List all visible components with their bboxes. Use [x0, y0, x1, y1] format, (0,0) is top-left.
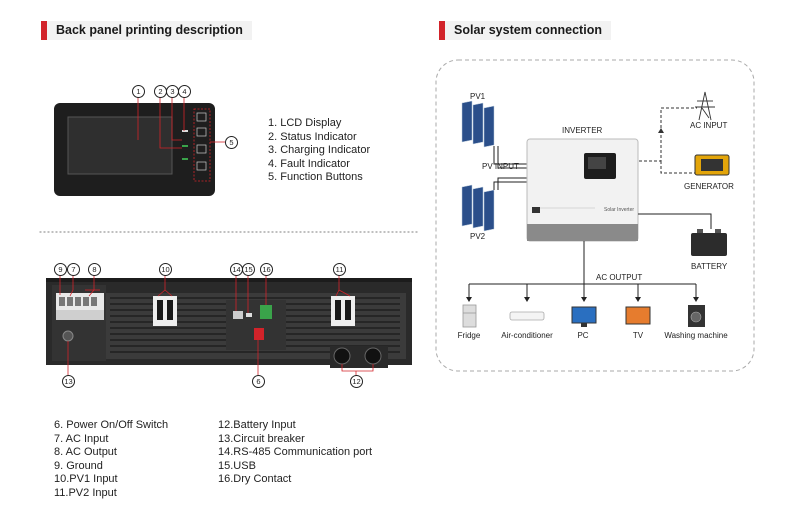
- list-item: 7. AC Input: [54, 432, 109, 445]
- list-item: 3. Charging Indicator: [268, 144, 371, 156]
- callout-11: 11: [333, 263, 346, 276]
- front-panel-list: 1. LCD Display 2. Status Indicator 3. Ch…: [268, 117, 370, 185]
- list-item: 12.Battery Input: [218, 419, 296, 431]
- list-item: 4. Fault Indicator: [268, 157, 350, 170]
- load-label-tv: TV: [632, 331, 644, 340]
- callout-5: 5: [225, 136, 238, 149]
- pv1-label: PV1: [470, 92, 486, 101]
- list-item: 6. Power On/Off Switch: [54, 419, 169, 431]
- list-item: 1. LCD Display: [268, 117, 342, 129]
- list-item: 15.USB: [218, 459, 256, 472]
- back-panel-list-col2: 12.Battery Input 13.Circuit breaker 14.R…: [218, 419, 372, 487]
- ac-output-label: AC OUTPUT: [596, 273, 643, 282]
- callout-4: 4: [178, 85, 191, 98]
- callout-7: 7: [67, 263, 80, 276]
- list-item: 8. AC Output: [54, 446, 117, 458]
- list-item: 10.PV1 Input: [54, 473, 118, 485]
- ac-input-tower: [695, 91, 715, 121]
- pv1-panels: [461, 100, 495, 148]
- load-label-pc: PC: [577, 331, 589, 340]
- list-item: 5. Function Buttons: [268, 171, 363, 183]
- load-label-washing-machine: Washing machine: [664, 331, 728, 340]
- callout-13: 13: [62, 375, 75, 388]
- solar-connection-title: Solar system connection: [439, 21, 611, 40]
- callout-9: 9: [54, 263, 67, 276]
- battery-label: BATTERY: [691, 262, 728, 271]
- callout-16: 16: [260, 263, 273, 276]
- generator-label: GENERATOR: [684, 182, 734, 191]
- callout-15: 15: [242, 263, 255, 276]
- pv2-label: PV2: [470, 232, 486, 241]
- list-item: 14.RS-485 Communication port: [218, 446, 373, 458]
- load-label-air-conditioner: Air-conditioner: [501, 331, 553, 340]
- back-panel-list-col1: 6. Power On/Off Switch 7. AC Input 8. AC…: [54, 419, 168, 500]
- list-item: 11.PV2 Input: [54, 486, 117, 499]
- callout-8: 8: [88, 263, 101, 276]
- pv-input-label: PV INPUT: [482, 162, 519, 171]
- pv2-panels: [461, 184, 495, 232]
- ac-input-label: AC INPUT: [690, 121, 728, 130]
- inverter-brand-label: Solar Inverter: [604, 207, 635, 213]
- callout-6: 6: [252, 375, 265, 388]
- back-panel-title: Back panel printing description: [41, 21, 252, 40]
- list-item: 16.Dry Contact: [218, 473, 292, 485]
- callout-1: 1: [132, 85, 145, 98]
- list-item: 13.Circuit breaker: [218, 432, 305, 445]
- inverter-label: INVERTER: [562, 126, 603, 135]
- list-item: 2. Status Indicator: [268, 130, 357, 143]
- load-label-fridge: Fridge: [457, 331, 481, 340]
- callout-12: 12: [350, 375, 363, 388]
- callout-10: 10: [159, 263, 172, 276]
- list-item: 9. Ground: [54, 459, 103, 472]
